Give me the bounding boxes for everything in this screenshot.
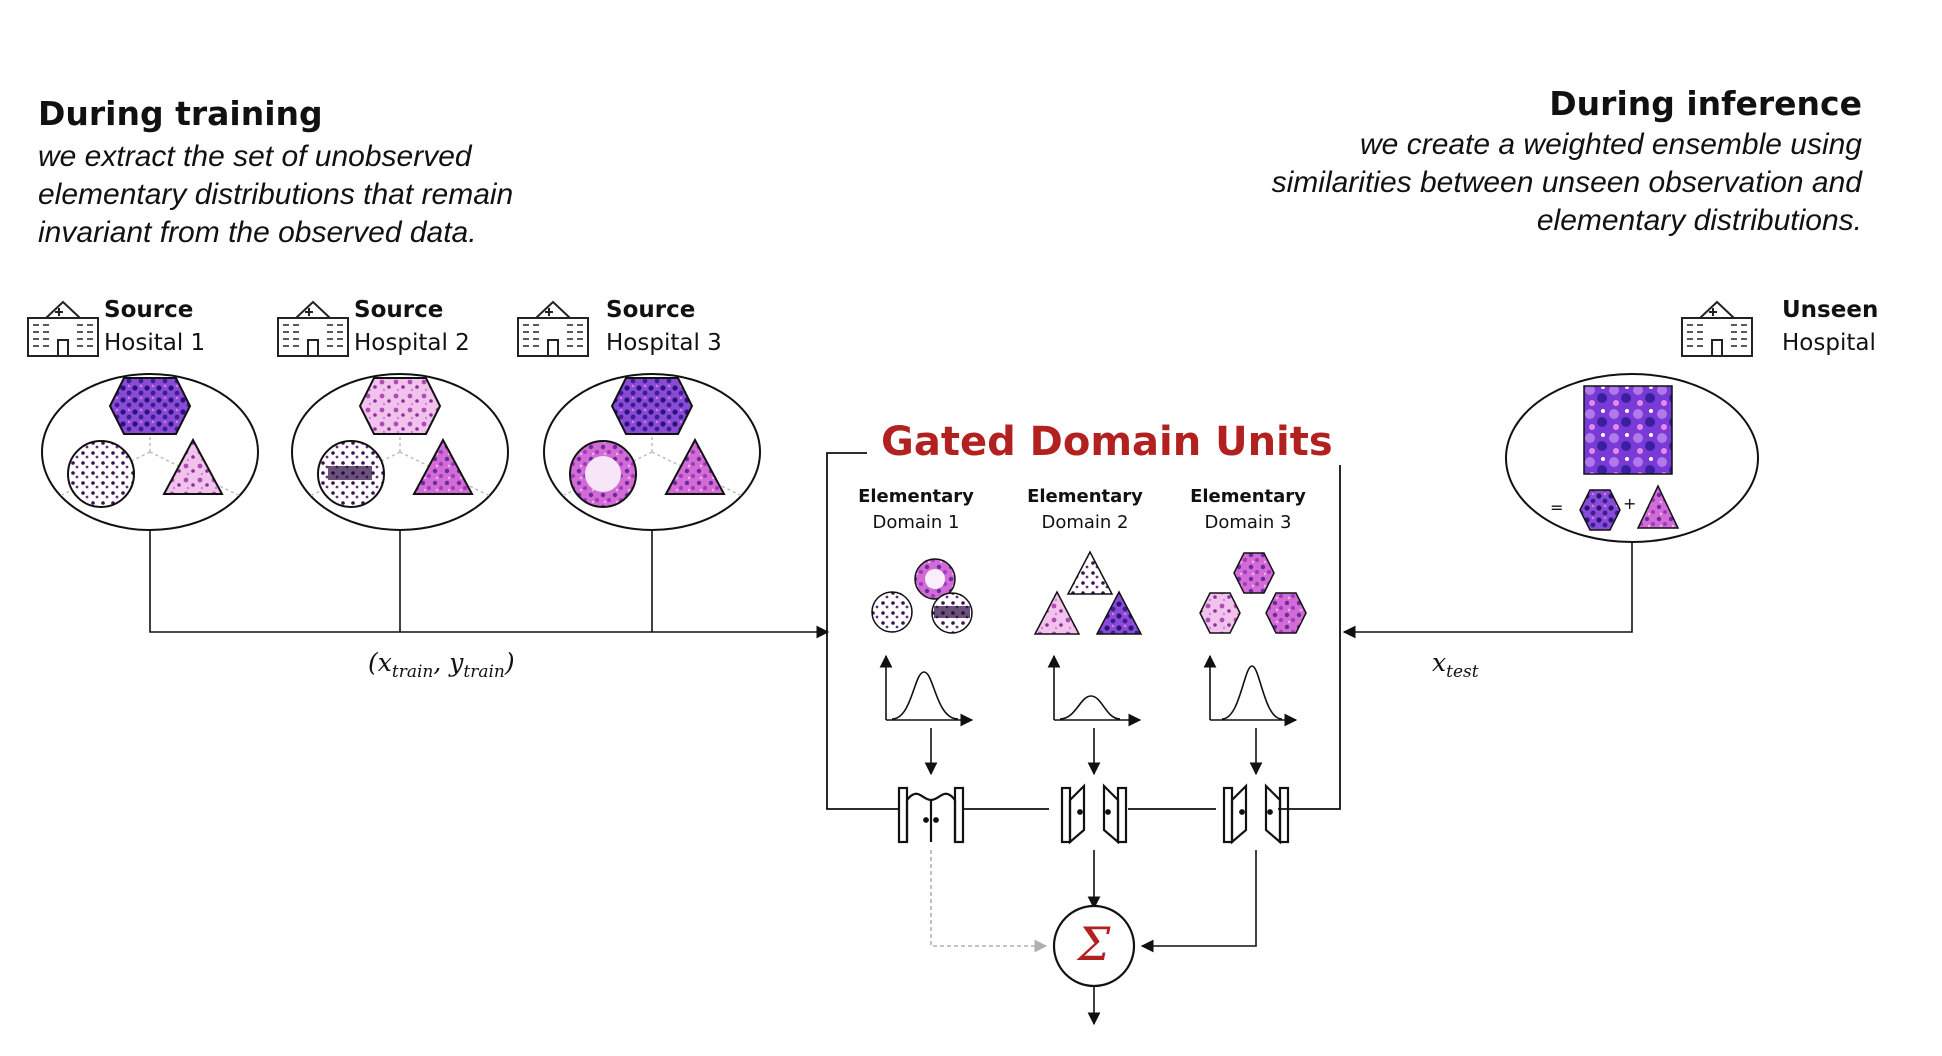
distribution-plot-2 xyxy=(1047,654,1142,727)
distribution-plot-3 xyxy=(1203,654,1298,727)
training-description-line: invariant from the observed data. xyxy=(38,216,477,249)
hospital-label-1: Source Hosital 1 xyxy=(104,294,205,360)
elementary-domain-2-label: Elementary Domain 2 xyxy=(1005,484,1165,536)
inference-description-line: elementary distributions. xyxy=(1536,204,1862,237)
sum-symbol: Σ xyxy=(1077,916,1111,971)
hospital-label-line1: Source xyxy=(104,297,194,323)
gate-closed-icon xyxy=(897,786,965,844)
gate-open-icon xyxy=(1222,783,1290,845)
training-description-line: elementary distributions that remain xyxy=(38,178,514,211)
sum-node xyxy=(1052,904,1136,988)
hospital-label-line2: Hospital xyxy=(1782,330,1876,356)
train-x-sub: train xyxy=(391,662,434,682)
domain-label-line2: Domain 1 xyxy=(872,512,960,533)
test-x-label: xtest xyxy=(1432,648,1479,682)
elementary-domain-1-samples xyxy=(871,558,973,634)
inference-description: we create a weighted ensemble using simi… xyxy=(1272,126,1862,240)
unseen-equals-sign: = xyxy=(1550,498,1564,517)
elementary-domain-3-samples xyxy=(1199,552,1307,634)
plot-to-gate-arrows xyxy=(924,728,1263,776)
hospital-label-2: Source Hospital 2 xyxy=(354,294,470,360)
gate-to-sum-arrows xyxy=(930,850,1257,1026)
hospital-label-line2: Hospital 2 xyxy=(354,330,470,356)
inference-description-line: we create a weighted ensemble using xyxy=(1360,128,1862,161)
train-pair-label: (xtrain, ytrain) xyxy=(368,648,515,682)
domain-label-line1: Elementary xyxy=(1027,486,1143,507)
hospital-label-line1: Source xyxy=(354,297,444,323)
hospital-icon xyxy=(1681,300,1753,357)
distribution-plot-1 xyxy=(879,654,974,727)
training-description: we extract the set of unobserved element… xyxy=(38,138,513,252)
test-flow-lines xyxy=(1342,542,1633,639)
unseen-hospital-sample xyxy=(1505,373,1759,543)
domain-label-line2: Domain 3 xyxy=(1204,512,1292,533)
training-flow-lines xyxy=(149,530,830,639)
source-hospital-1-samples xyxy=(41,373,259,531)
hospital-label-line2: Hospital 3 xyxy=(606,330,722,356)
hospital-label-line1: Unseen xyxy=(1782,297,1879,323)
hospital-label-line1: Source xyxy=(606,297,696,323)
hospital-label-unseen: Unseen Hospital xyxy=(1782,294,1878,360)
domain-label-line1: Elementary xyxy=(858,486,974,507)
source-hospital-2-samples xyxy=(291,373,509,531)
unseen-plus-sign: + xyxy=(1623,494,1637,513)
hospital-icon xyxy=(277,300,349,357)
hospital-icon xyxy=(517,300,589,357)
train-y-sub: train xyxy=(463,662,505,682)
train-x: x xyxy=(377,648,392,677)
train-y: y xyxy=(449,648,464,677)
training-heading: During training xyxy=(38,94,323,133)
gate-open-icon xyxy=(1060,783,1128,845)
elementary-domain-2-samples xyxy=(1033,550,1143,635)
source-hospital-3-samples xyxy=(543,373,761,531)
inference-description-line: similarities between unseen observation … xyxy=(1271,166,1862,199)
domain-label-line2: Domain 2 xyxy=(1041,512,1129,533)
elementary-domain-1-label: Elementary Domain 1 xyxy=(836,484,996,536)
domain-label-line1: Elementary xyxy=(1190,486,1306,507)
training-description-line: we extract the set of unobserved xyxy=(38,140,472,173)
hospital-icon xyxy=(27,300,99,357)
gdu-title: Gated Domain Units xyxy=(867,419,1347,465)
elementary-domain-3-label: Elementary Domain 3 xyxy=(1168,484,1328,536)
inference-heading: During inference xyxy=(1549,84,1862,123)
test-x: x xyxy=(1432,648,1447,677)
hospital-label-line2: Hosital 1 xyxy=(104,330,206,356)
test-x-sub: test xyxy=(1446,662,1479,682)
hospital-label-3: Source Hospital 3 xyxy=(606,294,722,360)
